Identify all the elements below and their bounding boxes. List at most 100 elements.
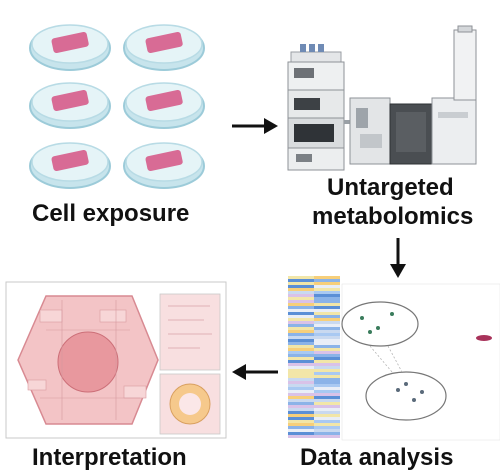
heatmap-cell [314,354,340,357]
heatmap-cell [288,297,314,300]
heatmap-cell [314,366,340,369]
heatmap-cell [288,303,314,306]
heatmap-cell [314,348,340,351]
heatmap-cell [314,396,340,399]
heatmap-cell [288,318,314,321]
heatmap-cell [288,375,314,378]
heatmap-cell [314,432,340,435]
heatmap-cell [314,435,340,438]
label-untargeted: Untargeted [327,174,454,201]
heatmap-cell [314,357,340,360]
heatmap-cell [314,426,340,429]
heatmap-cell [288,348,314,351]
heatmap-cell [314,303,340,306]
heatmap-cell [314,381,340,384]
heatmap-cell [288,390,314,393]
petri-dish [29,82,111,129]
heatmap-cell [314,342,340,345]
heatmap-cell [314,321,340,324]
heatmap-cell [314,297,340,300]
heatmap-cell [288,369,314,372]
heatmap-cell [288,405,314,408]
heatmap-cell [288,411,314,414]
heatmap-cell [288,294,314,297]
petri-dish [123,82,205,129]
label-metabolomics: metabolomics [312,203,474,230]
heatmap-cell [288,378,314,381]
lc-ms-instrument-icon [287,25,477,171]
heatmap-cell [288,393,314,396]
petri-dish [29,24,111,71]
heatmap-cell [314,333,340,336]
heatmap-cell [314,375,340,378]
heatmap-cell [314,393,340,396]
data-analysis-visual [288,276,500,441]
heatmap-cell [288,402,314,405]
heatmap-cell [288,354,314,357]
label-cell-exposure: Cell exposure [32,200,190,227]
heatmap [288,276,340,438]
heatmap-cell [314,399,340,402]
heatmap-cell [314,351,340,354]
heatmap-cell [314,417,340,420]
heatmap-cell [314,372,340,375]
arrow-down-icon [390,238,406,278]
heatmap-cell [288,363,314,366]
heatmap-cell [288,339,314,342]
heatmap-cell [288,345,314,348]
heatmap-cell [314,369,340,372]
heatmap-cell [314,414,340,417]
heatmap-cell [288,399,314,402]
heatmap-cell [314,306,340,309]
heatmap-cell [288,396,314,399]
heatmap-cell [314,288,340,291]
heatmap-cell [314,408,340,411]
heatmap-cell [288,384,314,387]
heatmap-cell [314,312,340,315]
heatmap-cell [314,327,340,330]
petri-dish [123,142,205,189]
heatmap-cell [314,294,340,297]
label-interpretation: Interpretation [32,444,187,471]
heatmap-cell [288,321,314,324]
heatmap-cell [314,282,340,285]
pathway-map [5,281,227,439]
heatmap-cell [314,402,340,405]
cluster-plot [341,301,492,421]
heatmap-cell [288,381,314,384]
heatmap-cell [314,291,340,294]
heatmap-cell [314,405,340,408]
heatmap-cell [288,300,314,303]
heatmap-cell [314,423,340,426]
heatmap-cell [288,291,314,294]
heatmap-cell [288,315,314,318]
heatmap-cell [288,324,314,327]
heatmap-cell [288,414,314,417]
arrow-left-icon [232,364,278,380]
heatmap-cell [288,276,314,279]
heatmap-cell [288,285,314,288]
heatmap-cell [314,318,340,321]
heatmap-cell [314,411,340,414]
heatmap-cell [314,300,340,303]
heatmap-cell [314,324,340,327]
arrow-right-icon [232,118,278,134]
heatmap-cell [314,276,340,279]
heatmap-cell [288,351,314,354]
heatmap-cell [288,288,314,291]
heatmap-cell [288,366,314,369]
heatmap-cell [288,432,314,435]
heatmap-cell [314,279,340,282]
heatmap-cell [288,336,314,339]
petri-dish-grid [29,24,205,189]
heatmap-cell [288,333,314,336]
heatmap-cell [314,429,340,432]
heatmap-cell [314,363,340,366]
heatmap-cell [288,306,314,309]
heatmap-cell [288,357,314,360]
heatmap-cell [314,378,340,381]
heatmap-cell [288,312,314,315]
heatmap-cell [288,429,314,432]
heatmap-cell [314,339,340,342]
